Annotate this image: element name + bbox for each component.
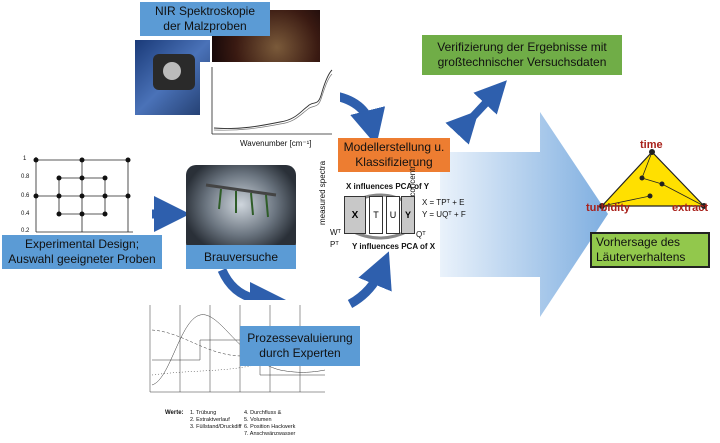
legend-item-7: 7. Anschwänzwasser <box>244 431 296 437</box>
legend-item-3: 3. Füllstand/Druckdiff <box>190 424 242 430</box>
grid-tick-4: 0.4 <box>21 211 30 217</box>
triangle-label-extract: extract <box>672 202 709 214</box>
pls-eq2: Y = UQᵀ + F <box>422 210 466 219</box>
matrix-y: Y <box>401 196 415 234</box>
design-grid <box>33 157 133 233</box>
legend-item-4: 4. Durchfluss & <box>244 410 282 416</box>
grid-tick-5: 0.2 <box>21 228 30 234</box>
arrow-model-verify <box>445 80 507 145</box>
nir-box: NIR Spektroskopie der Malzproben <box>140 2 270 36</box>
triangle-label-turbidity: turbidity <box>586 202 630 214</box>
legend-item-5: 5. Volumen <box>244 417 272 423</box>
big-arrow <box>440 112 608 317</box>
matrix-x: X <box>344 196 366 234</box>
pls-x-influences: X influences PCA of Y <box>346 182 430 191</box>
brau-detail <box>205 183 277 218</box>
matrix-u: U <box>386 196 400 234</box>
model-box: Modellerstellung u. Klassifizierung <box>338 138 450 172</box>
legend-item-6: 6. Position Hackwerk <box>244 424 296 430</box>
grid-tick-1: 1 <box>23 156 27 162</box>
pls-y-influences: Y influences PCA of X <box>352 242 436 251</box>
matrix-p: Pᵀ <box>330 240 339 249</box>
legend-item-1: 1. Trübung <box>190 410 217 416</box>
verify-box: Verifizierung der Ergebnisse mit großtec… <box>422 35 622 75</box>
grid-tick-3: 0.6 <box>21 193 30 199</box>
spectrum-line <box>213 69 333 129</box>
matrix-t: T <box>369 196 383 234</box>
quality-triangle <box>599 149 707 209</box>
brau-box: Brauversuche <box>186 245 296 269</box>
prozess-box: Prozessevaluierung durch Experten <box>240 326 360 366</box>
nir-spectrum-plot <box>200 62 340 147</box>
vorhersage-box: Vorhersage des Läuterverhaltens <box>590 232 710 268</box>
pls-measured: measured spectra <box>318 160 327 225</box>
legend-title: Werte: <box>165 410 184 416</box>
arrow-process-to-model <box>347 251 392 308</box>
matrix-q: Qᵀ <box>416 230 426 239</box>
experimental-box: Experimental Design; Auswahl geeigneter … <box>2 235 162 269</box>
spectrum-line-2 <box>213 73 333 131</box>
arrow-brau-to-process <box>217 268 286 318</box>
brau-photo <box>186 165 296 253</box>
pls-eq1: X = TPᵀ + E <box>422 198 465 207</box>
nir-instrument-photo <box>135 40 210 115</box>
triangle-label-time: time <box>640 139 663 151</box>
grid-tick-2: 0.8 <box>21 174 30 180</box>
nir-xlabel: Wavenumber [cm⁻¹] <box>240 139 312 148</box>
legend-item-2: 2. Extraktverlauf <box>190 417 230 423</box>
matrix-w: Wᵀ <box>330 228 342 237</box>
